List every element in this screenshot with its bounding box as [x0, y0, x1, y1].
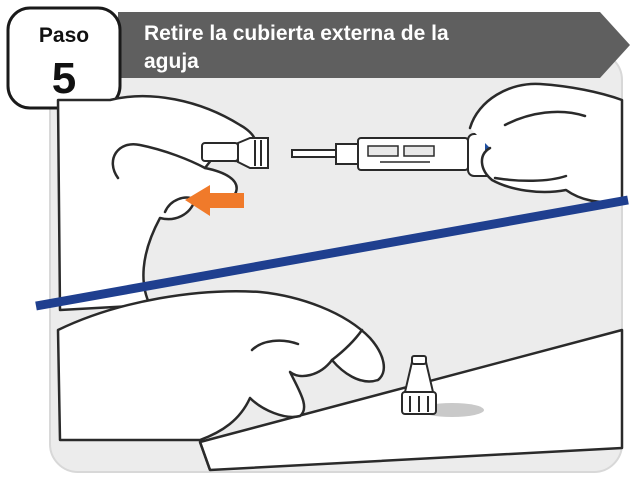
step-badge: Paso 5 — [6, 6, 122, 110]
instruction-text-line-2: aguja — [144, 50, 199, 73]
instruction-text-line-1: Retire la cubierta externa de la — [144, 22, 449, 45]
step-number: 5 — [52, 54, 76, 103]
needle-cap-icon — [201, 137, 269, 169]
lower-hand — [56, 290, 386, 442]
pen-needle — [291, 149, 337, 158]
instruction-banner — [118, 12, 630, 78]
scene-divider — [35, 195, 629, 311]
step-label: Paso — [39, 24, 89, 47]
arrow-left-icon — [185, 185, 244, 216]
standing-cap-icon — [401, 355, 437, 415]
